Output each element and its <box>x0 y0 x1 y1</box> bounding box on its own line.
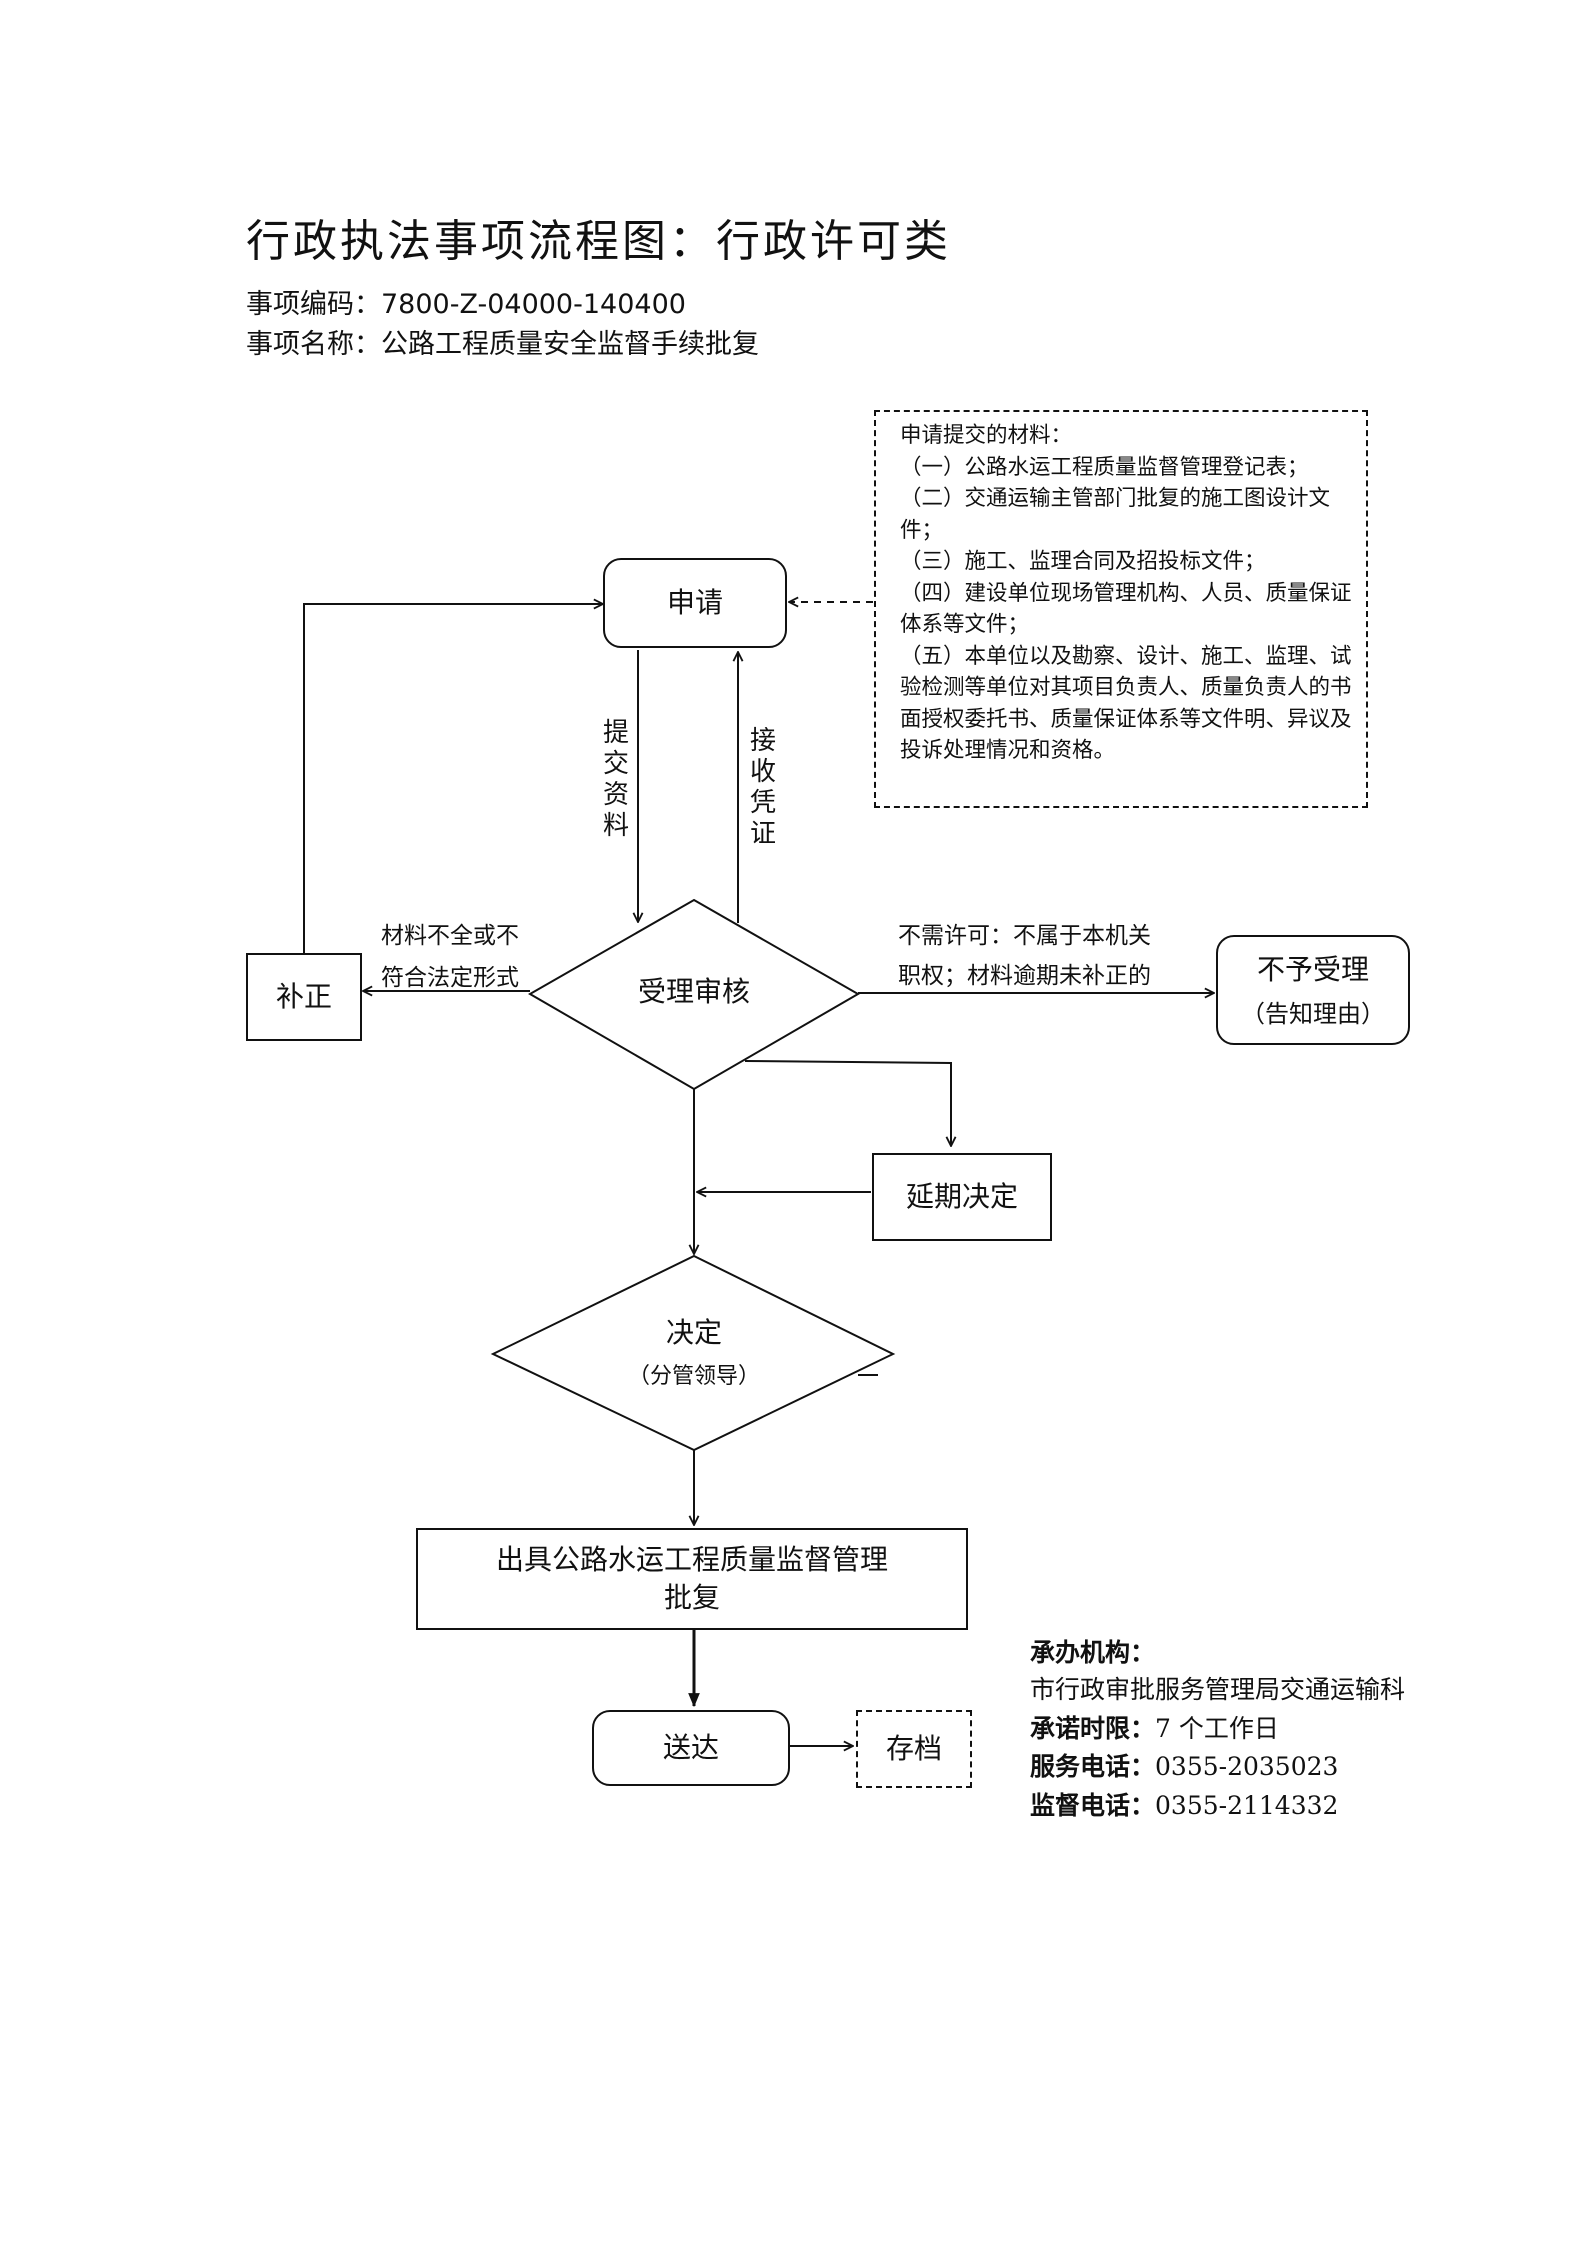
reject-node: 不予受理 （告知理由） <box>1216 935 1410 1045</box>
time-label: 承诺时限： <box>1030 1714 1156 1743</box>
deliver-label: 送达 <box>662 1731 719 1765</box>
incomplete-label-line2: 符合法定形式 <box>381 965 519 991</box>
item-name: 事项名称：公路工程质量安全监督手续批复 <box>246 322 759 361</box>
issue-node: 出具公路水运工程质量监督管理 批复 <box>416 1528 968 1630</box>
apply-label: 申请 <box>666 586 723 620</box>
delay-node: 延期决定 <box>872 1153 1052 1241</box>
supervise-phone-label: 监督电话： <box>1030 1791 1156 1820</box>
materials-item: （四）建设单位现场管理机构、人员、质量保证体系等文件； <box>900 580 1352 638</box>
delay-label: 延期决定 <box>905 1180 1018 1214</box>
decision-label: 决定 <box>665 1316 722 1349</box>
review-label: 受理审核 <box>637 975 750 1008</box>
materials-item: （五）本单位以及勘察、设计、施工、监理、试验检测等单位对其项目负责人、质量负责人… <box>900 643 1352 764</box>
edge-review-delay <box>744 1060 951 1146</box>
org-label: 承办机构： <box>1030 1638 1156 1667</box>
no-permit-label-line2: 职权；材料逾期未补正的 <box>898 963 1151 989</box>
item-code-value: 7800-Z-04000-140400 <box>381 289 686 320</box>
correction-label: 补正 <box>275 980 332 1014</box>
issue-label-line1: 出具公路水运工程质量监督管理 <box>495 1543 888 1577</box>
materials-item: （三）施工、监理合同及招投标文件； <box>900 549 1266 574</box>
archive-node: 存档 <box>856 1710 972 1788</box>
service-phone-value: 0355-2035023 <box>1155 1752 1339 1781</box>
page-title: 行政执法事项流程图：行政许可类 <box>246 216 951 267</box>
submit-label: 提交资料 <box>602 718 629 841</box>
org-info: 承办机构： <box>1030 1633 1155 1669</box>
receipt-label: 接收凭证 <box>749 726 776 849</box>
item-code-label: 事项编码： <box>246 289 381 320</box>
deliver-node: 送达 <box>592 1710 790 1786</box>
item-code: 事项编码：7800-Z-04000-140400 <box>246 282 686 321</box>
materials-box: 申请提交的材料： （一）公路水运工程质量监督管理登记表； （二）交通运输主管部门… <box>874 410 1368 808</box>
service-phone-label: 服务电话： <box>1030 1752 1156 1781</box>
reject-label: 不予受理 <box>1256 952 1369 986</box>
archive-label: 存档 <box>885 1732 942 1766</box>
time-value: 7 个工作日 <box>1155 1714 1279 1743</box>
org-value: 市行政审批服务管理局交通运输科 <box>1030 1675 1406 1704</box>
issue-label-line2: 批复 <box>663 1581 720 1614</box>
item-name-value: 公路工程质量安全监督手续批复 <box>381 329 759 360</box>
no-permit-label-line1: 不需许可：不属于本机关 <box>898 923 1151 949</box>
decision-node: 决定 （分管领导） <box>560 1314 828 1390</box>
incomplete-label-line1: 材料不全或不 <box>381 923 519 949</box>
time-info: 承诺时限：7 个工作日 <box>1030 1709 1279 1745</box>
decision-approver: （分管领导） <box>627 1363 760 1389</box>
materials-heading: 申请提交的材料： <box>900 423 1073 448</box>
materials-item: （一）公路水运工程质量监督管理登记表； <box>900 454 1309 480</box>
supervise-phone: 监督电话：0355-2114332 <box>1030 1786 1338 1822</box>
correction-node: 补正 <box>246 953 362 1041</box>
review-node: 受理审核 <box>560 973 828 1011</box>
reject-reason: （告知理由） <box>1241 1000 1385 1029</box>
edge-correction-apply <box>303 604 603 953</box>
item-name-label: 事项名称： <box>246 329 381 360</box>
service-phone: 服务电话：0355-2035023 <box>1030 1747 1338 1783</box>
materials-item: （二）交通运输主管部门批复的施工图设计文件； <box>900 486 1331 543</box>
apply-node: 申请 <box>603 558 787 648</box>
supervise-phone-value: 0355-2114332 <box>1155 1791 1339 1820</box>
